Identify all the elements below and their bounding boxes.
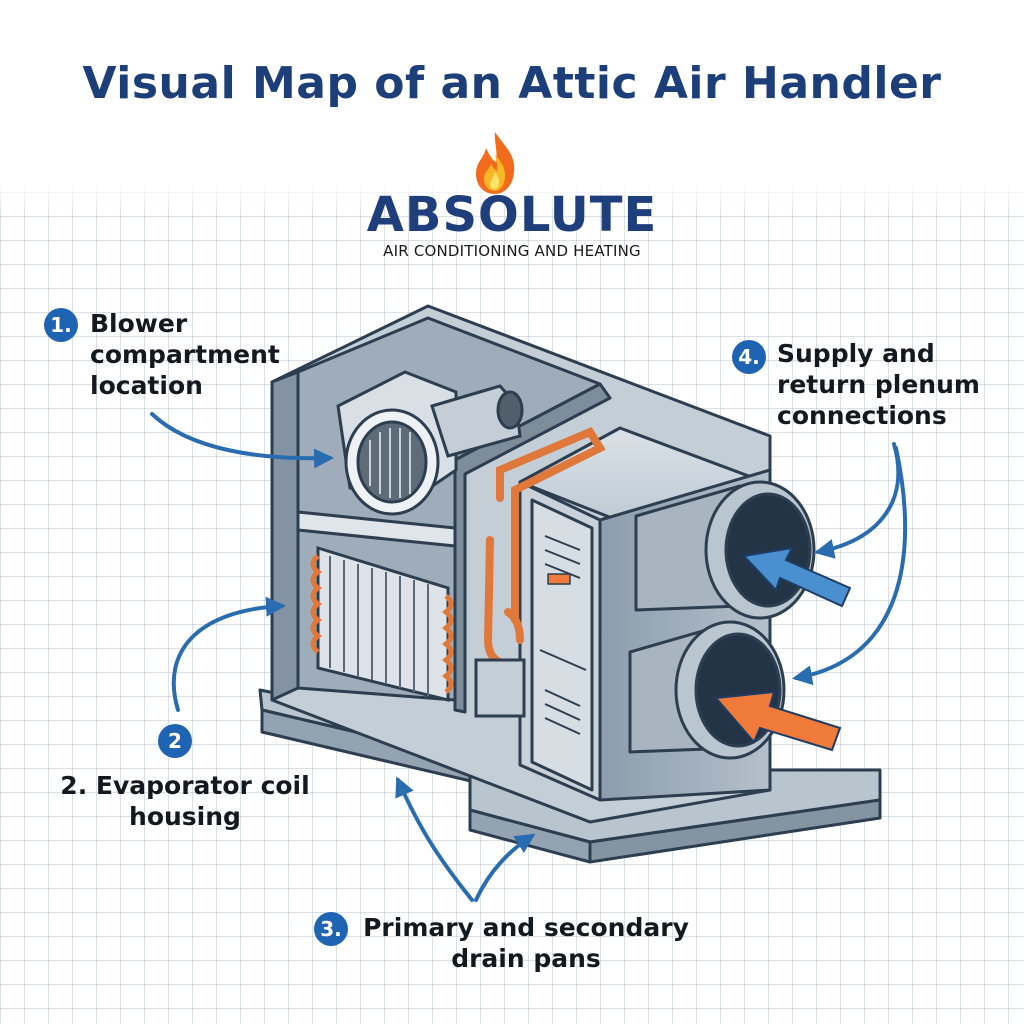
callout-label-blower: Blower compartment location bbox=[90, 309, 280, 400]
arrow-drain-primary bbox=[395, 776, 474, 902]
callout-label-drain-pans: Primary and secondary drain pans bbox=[363, 913, 689, 973]
callout-badge-3: 3. bbox=[314, 912, 348, 946]
supply-plenum bbox=[634, 480, 816, 620]
brand-logo: ABSOLUTE AIR CONDITIONING AND HEATING bbox=[340, 128, 684, 268]
blower-unit bbox=[336, 370, 524, 516]
arrow-drain-secondary bbox=[474, 833, 536, 902]
return-airflow-arrow bbox=[713, 690, 842, 752]
callout-label-plenum: Supply and return plenum connections bbox=[777, 339, 980, 430]
flame-icon bbox=[476, 132, 515, 194]
supply-airflow-arrow bbox=[741, 546, 852, 608]
logo-tagline: AIR CONDITIONING AND HEATING bbox=[383, 242, 641, 260]
callout-badge-2: 2 bbox=[158, 724, 192, 758]
arrow-plenum-supply bbox=[814, 442, 901, 559]
callout-arrows bbox=[150, 412, 908, 902]
callout-badge-4: 4. bbox=[732, 340, 766, 374]
callout-label-evaporator: 2. Evaporator coil housing bbox=[60, 771, 310, 831]
page-title: Visual Map of an Attic Air Handler bbox=[82, 58, 942, 109]
evaporator-coil bbox=[310, 545, 454, 702]
arrow-blower bbox=[150, 412, 334, 469]
arrow-plenum-return bbox=[792, 446, 908, 686]
logo-wordmark: ABSOLUTE bbox=[366, 187, 658, 243]
callout-badge-1: 1. bbox=[44, 308, 78, 342]
condensate-switch bbox=[474, 658, 526, 718]
arrow-evaporator bbox=[171, 596, 286, 712]
